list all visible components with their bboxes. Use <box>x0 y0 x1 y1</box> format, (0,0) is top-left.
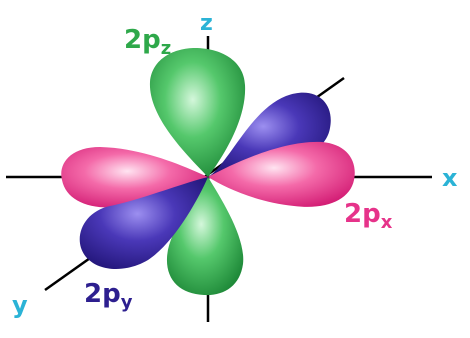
py-lobe-front <box>79 177 208 270</box>
pz-orbital-label: 2pz <box>124 25 171 59</box>
py-label-sub: y <box>121 292 133 313</box>
z-axis-label: z <box>200 11 213 36</box>
px-label-main: 2p <box>344 199 381 229</box>
pz-lobe-top <box>149 48 246 177</box>
px-label-sub: x <box>381 212 393 233</box>
y-axis-label: y <box>12 291 28 319</box>
pz-label-sub: z <box>161 38 171 59</box>
py-orbital-label: 2py <box>84 279 133 313</box>
x-axis-label: x <box>442 164 458 192</box>
px-lobe-right <box>208 141 355 207</box>
px-orbital-label: 2px <box>344 199 393 233</box>
pz-lobe-bottom <box>166 177 244 296</box>
pz-label-main: 2p <box>124 25 161 55</box>
py-label-main: 2p <box>84 279 121 309</box>
